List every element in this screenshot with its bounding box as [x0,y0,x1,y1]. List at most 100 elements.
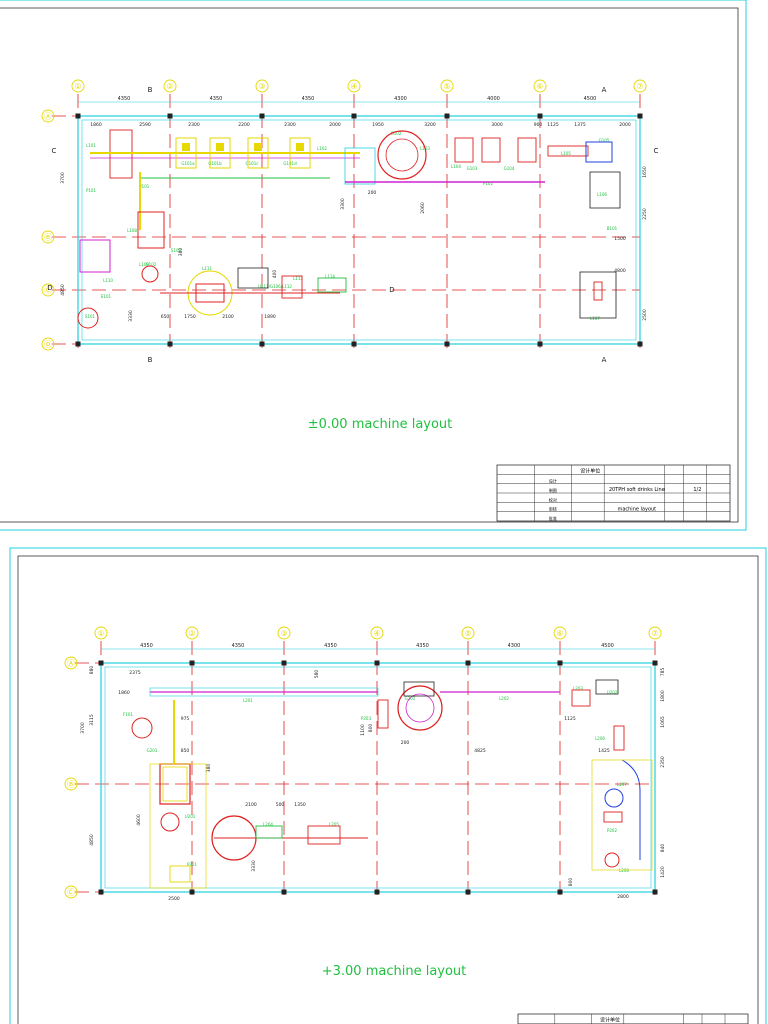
grid-number: ⑥ [536,82,543,91]
grid-number: ④ [373,629,380,638]
equipment-pump [603,811,623,823]
equipment-label: S101 [85,314,96,319]
equipment-pump [377,699,389,729]
equipment-box [237,267,269,289]
dimension-text: 1500 [614,236,626,242]
grid-number: ⑦ [636,82,643,91]
equipment-label: B101 [607,226,618,231]
equipment-tank-round [604,788,624,808]
dimension-text: 2060 [420,202,426,214]
equipment-label: G103 [467,166,478,171]
sheet-inner-border [0,7,739,523]
dimension-text: 880 [89,666,95,675]
grid-number: ③ [258,82,265,91]
span-dim-text: 4300 [394,96,407,102]
dimension-text: 840 [660,844,666,853]
dimension-text: 2300 [284,122,296,128]
equipment-zone [591,759,653,871]
equipment-pump [585,141,613,163]
title-row-label: 设计 [549,478,557,484]
equipment-label: L109 [139,262,149,267]
dimension-text: 400 [272,270,278,279]
equipment-label: L202 [499,696,509,701]
column-post [75,113,81,119]
dimension-text: 1425 [598,748,610,754]
equipment-label: G102 [391,131,402,136]
equipment-tank-round [160,812,180,832]
equipment-label: L110 [103,278,113,283]
sheet-border [9,547,767,1024]
column-post [189,889,195,895]
dimension-text: 1350 [294,802,306,808]
grid-bubble [185,626,199,640]
equipment-label: U201 [185,814,196,819]
grid-number: ② [166,82,173,91]
dimension-text: 1420 [660,866,666,878]
dimension-text: 580 [314,670,320,679]
dimension-text: 800 [568,878,574,887]
equipment-label: L204 [263,822,273,827]
dimension-text: 4600 [136,814,142,826]
equipment-label: L207 [617,782,627,787]
equipment-tank-round [604,852,620,868]
sheet-inner-border [17,555,759,1024]
dimension-text: 200 [368,190,377,196]
column-post [259,113,265,119]
equipment-conveyor [317,277,347,293]
dimension-text: 2300 [188,122,200,128]
column-post [281,660,287,666]
equipment-label: L206 [595,736,605,741]
equipment-label: L111 [202,266,212,271]
equipment-label: F101 [123,712,133,717]
equipment-label: U102 [146,262,157,267]
equipment-label: L203 [573,686,583,691]
dimension-text: 2500 [642,309,648,321]
dimension-text: 2200 [238,122,250,128]
title-project: 20TPH soft drinks Line [609,487,665,493]
equipment-label: L108 [127,228,137,233]
equipment-label: P202 [607,828,618,833]
grid-number: ① [97,629,104,638]
equipment-label: G101c [246,161,259,166]
dimension-text: 2350 [660,756,666,768]
grid-bubble [255,79,269,93]
equipment-label: L205 [329,822,339,827]
title-row-label: 校对 [549,496,557,502]
equipment-packer [307,825,341,845]
column-post [98,889,104,895]
equipment-label: L201 [243,698,253,703]
equipment-label: G101a [181,161,195,166]
column-post [652,660,658,666]
dimension-text: 1650 [642,166,648,178]
grid-bubble [41,337,55,351]
column-post [465,660,471,666]
dimension-text: 2250 [642,208,648,220]
equipment-label: U101 [139,184,150,189]
grid-bubble [41,109,55,123]
title-row-label: 制图 [549,487,557,493]
span-dim-text: 4300 [508,643,521,649]
equipment-tank [481,137,501,163]
grid-bubble [533,79,547,93]
grid-bubble [163,79,177,93]
column-post [557,889,563,895]
equipment-tank [517,137,537,163]
section-mark: C [654,147,659,155]
grid-bubble [440,79,454,93]
dimension-text: 3330 [251,860,257,872]
title-sheet-no: 1/2 [693,487,701,493]
grid-bubble [64,777,78,791]
dimension-text: 500 [276,802,285,808]
section-mark: C [52,147,57,155]
column-post [167,113,173,119]
span-dim-text: 4350 [416,643,429,649]
column-post [465,889,471,895]
equipment-filler-inner [162,766,188,802]
tank-motor [182,143,190,151]
equipment-label: L114 [325,274,335,279]
tank-motor [296,143,304,151]
column-post [167,341,173,347]
grid-bubble [633,79,647,93]
section-mark: B [148,356,153,364]
